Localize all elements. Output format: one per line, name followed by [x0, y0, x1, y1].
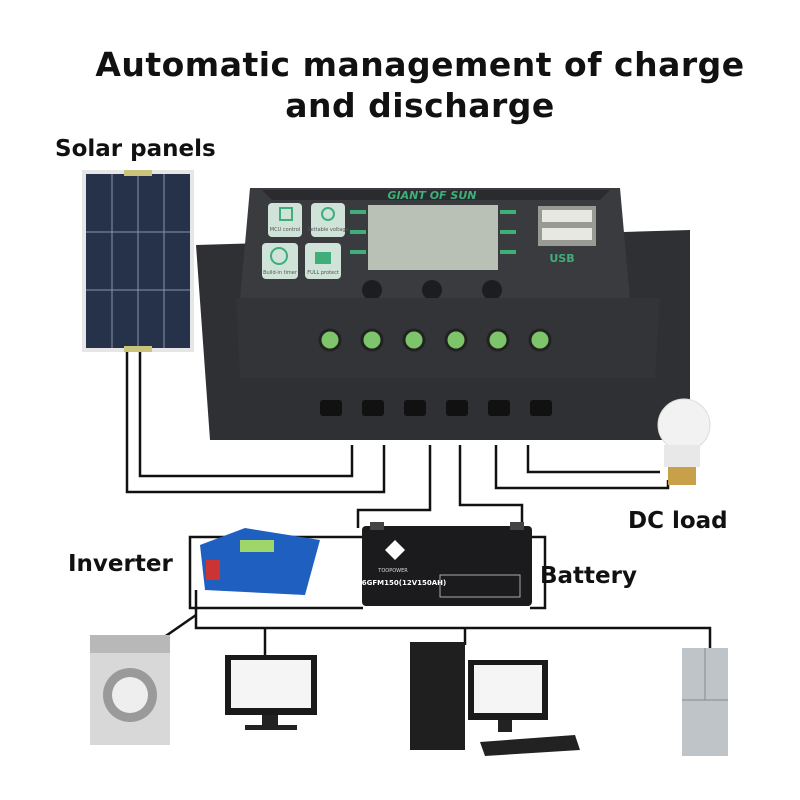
charge-controller: GIANT OF SUN MCU control Settable voltag… [196, 188, 690, 440]
title-line-1: Automatic management of charge [95, 45, 745, 84]
usb-label: USB [549, 252, 574, 265]
down-button [482, 280, 502, 300]
desktop-computer [410, 642, 580, 756]
battery-model: 6GFM150(12V150AH) [362, 579, 446, 587]
up-button [422, 280, 442, 300]
controller-brand: GIANT OF SUN [388, 189, 477, 202]
terminals [318, 328, 552, 352]
menu-button [362, 280, 382, 300]
washing-machine [90, 635, 170, 745]
svg-text:Settable voltage: Settable voltage [307, 227, 348, 233]
lcd-screen [368, 205, 498, 270]
svg-text:FULL protect: FULL protect [307, 270, 339, 276]
label-battery: Battery [540, 563, 637, 589]
svg-text:MCU control: MCU control [270, 227, 300, 233]
inverter [200, 528, 320, 595]
monitor [225, 655, 317, 730]
label-solar-panels: Solar panels [55, 136, 216, 162]
title-line-2: and discharge [285, 86, 555, 125]
label-dc-load: DC load [628, 508, 728, 534]
battery-brand: TOOPOWER [377, 568, 408, 574]
solar-panel [82, 170, 194, 352]
svg-text:Build-in timer: Build-in timer [263, 270, 298, 276]
refrigerator [682, 648, 728, 756]
wiring [125, 352, 712, 655]
battery: TOOPOWER 6GFM150(12V150AH) [362, 522, 532, 606]
label-inverter: Inverter [68, 551, 173, 577]
light-bulb [657, 398, 711, 485]
